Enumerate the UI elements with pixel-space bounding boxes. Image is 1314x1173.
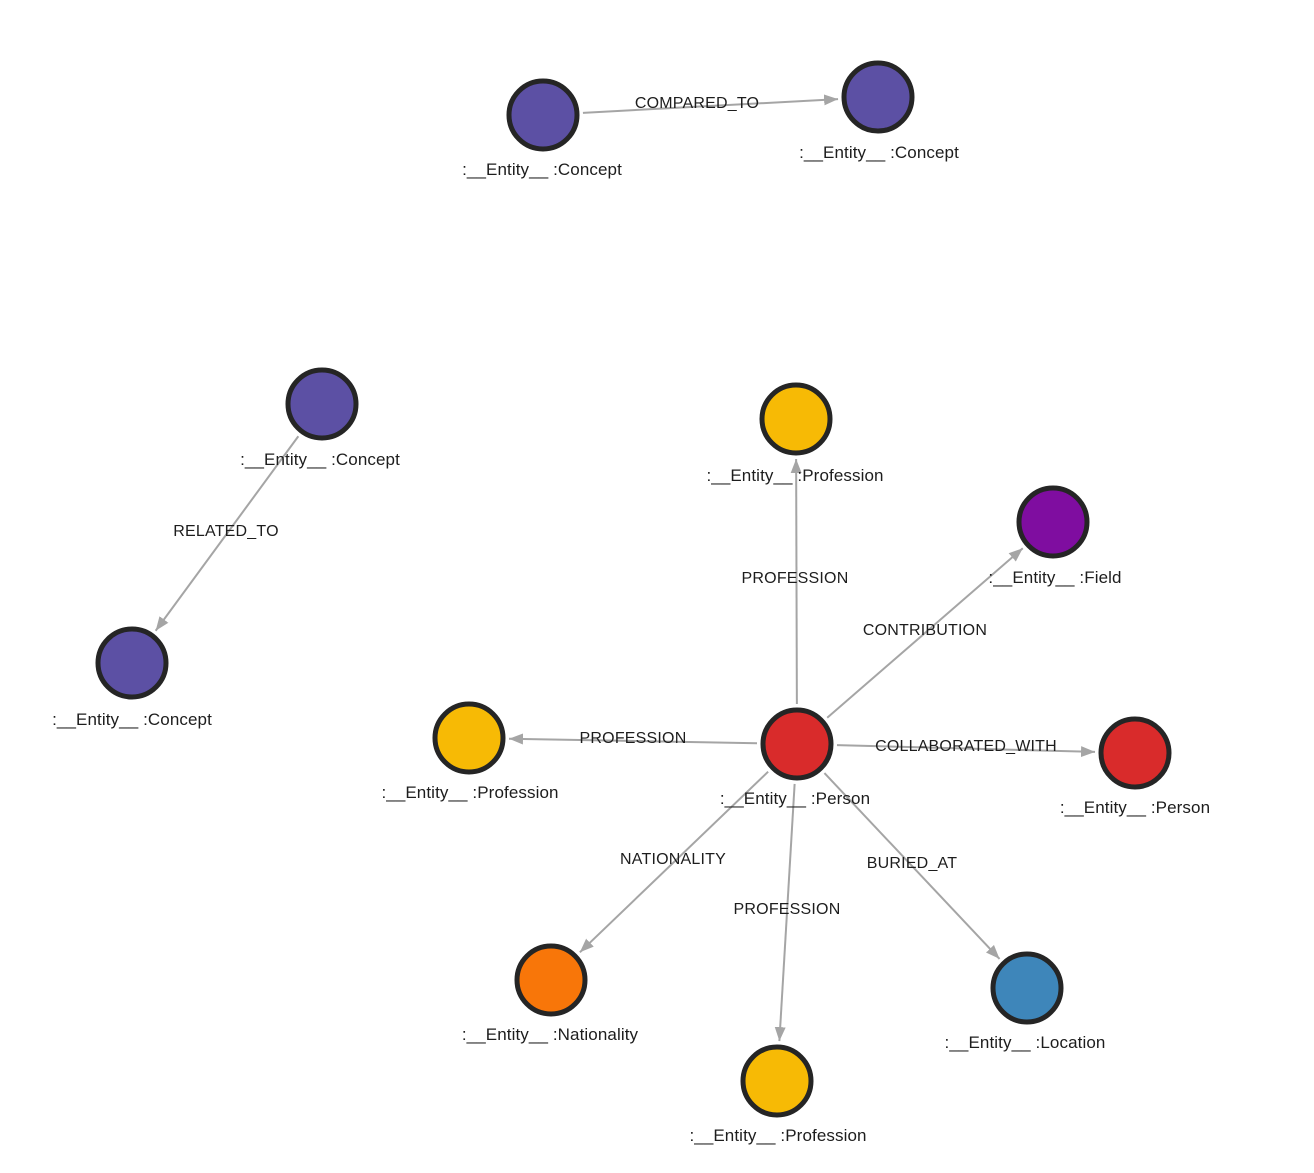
node-caption-concept: :__Entity__ :Concept: [240, 450, 400, 469]
node-profession[interactable]: [432, 701, 506, 775]
edge-label-profession[interactable]: PROFESSION: [741, 570, 849, 587]
node-nationality[interactable]: [514, 943, 588, 1017]
node-caption-field: :__Entity__ :Field: [988, 568, 1122, 587]
edge-label-nationality[interactable]: NATIONALITY: [620, 851, 726, 868]
node-field[interactable]: [1016, 485, 1090, 559]
node-caption-nationality: :__Entity__ :Nationality: [461, 1025, 639, 1044]
node-caption-profession: :__Entity__ :Profession: [381, 783, 559, 802]
node-caption-person: :__Entity__ :Person: [1059, 798, 1211, 817]
node-person[interactable]: [1098, 716, 1172, 790]
edge-label-profession[interactable]: PROFESSION: [733, 901, 841, 918]
node-caption-concept: :__Entity__ :Concept: [462, 160, 622, 179]
node-caption-profession: :__Entity__ :Profession: [706, 466, 884, 485]
edge-label-collaborated_with[interactable]: COLLABORATED_WITH: [875, 738, 1057, 755]
node-location[interactable]: [990, 951, 1064, 1025]
edge-label-compared_to[interactable]: COMPARED_TO: [634, 95, 760, 112]
node-caption-profession: :__Entity__ :Profession: [689, 1126, 867, 1145]
edge-label-related_to[interactable]: RELATED_TO: [173, 523, 279, 540]
node-concept[interactable]: [95, 626, 169, 700]
edge-label-profession[interactable]: PROFESSION: [579, 730, 687, 747]
node-caption-concept: :__Entity__ :Concept: [52, 710, 212, 729]
node-caption-concept: :__Entity__ :Concept: [799, 143, 959, 162]
node-caption-location: :__Entity__ :Location: [944, 1033, 1106, 1052]
node-concept[interactable]: [506, 78, 580, 152]
edge-label-buried_at[interactable]: BURIED_AT: [866, 855, 958, 872]
node-profession[interactable]: [759, 382, 833, 456]
node-concept[interactable]: [841, 60, 915, 134]
node-caption-person: :__Entity__ :Person: [719, 789, 871, 808]
edge-label-contribution[interactable]: CONTRIBUTION: [862, 622, 988, 639]
node-concept[interactable]: [285, 367, 359, 441]
node-profession[interactable]: [740, 1044, 814, 1118]
node-person[interactable]: [760, 707, 834, 781]
